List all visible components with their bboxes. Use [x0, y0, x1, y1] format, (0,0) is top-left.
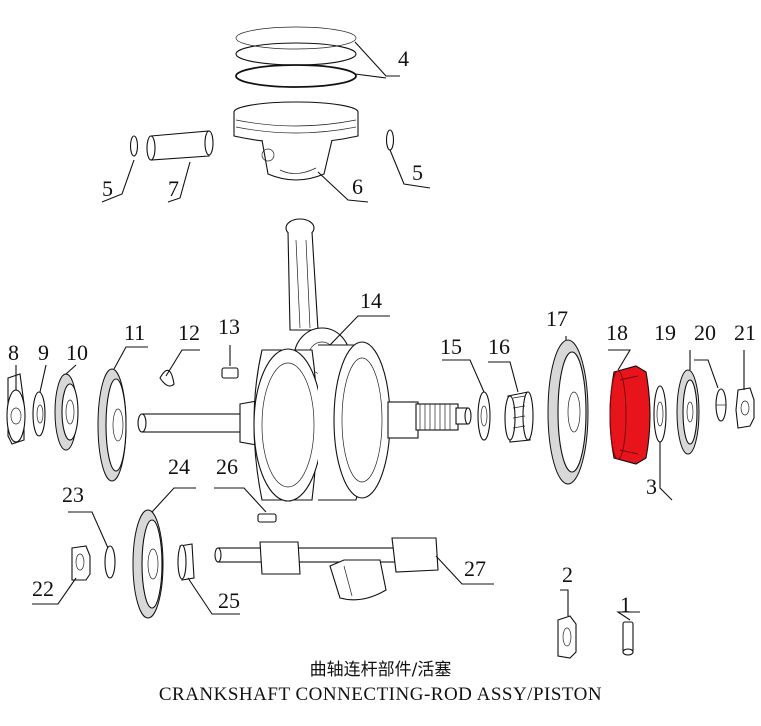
callout-9: 9	[38, 340, 49, 365]
callout-5-right: 5	[412, 160, 423, 185]
washer-9	[32, 391, 46, 437]
callout-5-left: 5	[102, 176, 113, 201]
gear-19	[676, 369, 700, 455]
washer-23	[104, 545, 116, 579]
gear-17	[547, 339, 589, 485]
callout-15: 15	[440, 334, 462, 359]
bearing-10	[54, 373, 79, 451]
key-12	[159, 369, 175, 387]
bushing-25	[177, 543, 195, 581]
lock-washer-20	[715, 388, 727, 422]
callout-12: 12	[178, 320, 200, 345]
pin-1	[622, 621, 634, 656]
circlip-left	[129, 135, 139, 157]
callout-2: 2	[562, 562, 573, 587]
gear-11	[97, 368, 127, 482]
callout-8: 8	[8, 340, 19, 365]
callout-26: 26	[216, 454, 238, 479]
callout-27: 27	[464, 556, 486, 581]
circlip-right	[385, 129, 395, 151]
nut-8	[6, 373, 26, 445]
pin-13	[221, 367, 239, 379]
needle-bearing-16	[504, 391, 534, 443]
callout-23: 23	[62, 482, 84, 507]
caption-chinese: 曲轴连杆部件/活塞	[309, 660, 452, 680]
nut-21	[735, 387, 755, 429]
callout-7: 7	[168, 176, 179, 201]
piston	[233, 101, 359, 181]
callout-20: 20	[694, 320, 716, 345]
callout-14: 14	[360, 288, 382, 313]
callout-24: 24	[168, 454, 190, 479]
callout-10: 10	[66, 340, 88, 365]
balance-shaft-27	[214, 537, 439, 601]
callout-17: 17	[546, 306, 568, 331]
nut-2	[557, 615, 577, 659]
key-26	[257, 513, 277, 523]
callout-3: 3	[646, 474, 657, 499]
piston-pin	[146, 130, 214, 161]
leader-lines	[15, 41, 745, 621]
callout-21: 21	[734, 320, 756, 345]
crankshaft	[137, 341, 472, 502]
callout-13: 13	[218, 314, 240, 339]
piston-rings	[235, 26, 357, 88]
callout-6: 6	[352, 174, 363, 199]
callout-16: 16	[488, 334, 510, 359]
callout-1: 1	[620, 592, 631, 617]
clutch-18-highlighted	[609, 365, 651, 465]
callout-4: 4	[398, 46, 409, 71]
gear-24	[132, 509, 164, 619]
callout-18: 18	[606, 320, 628, 345]
callout-22: 22	[32, 576, 54, 601]
callout-25: 25	[218, 588, 240, 613]
callout-labels: 4 5 7 6 5 14 8 9 10 11 12 13 15 16 17 18…	[8, 46, 756, 617]
washer-3	[653, 385, 667, 443]
washer-15	[477, 391, 491, 441]
callout-19: 19	[654, 320, 676, 345]
callout-11: 11	[124, 320, 145, 345]
nut-22	[71, 545, 91, 581]
caption-english: CRANKSHAFT CONNECTING-ROD ASSY/PISTON	[158, 684, 603, 705]
